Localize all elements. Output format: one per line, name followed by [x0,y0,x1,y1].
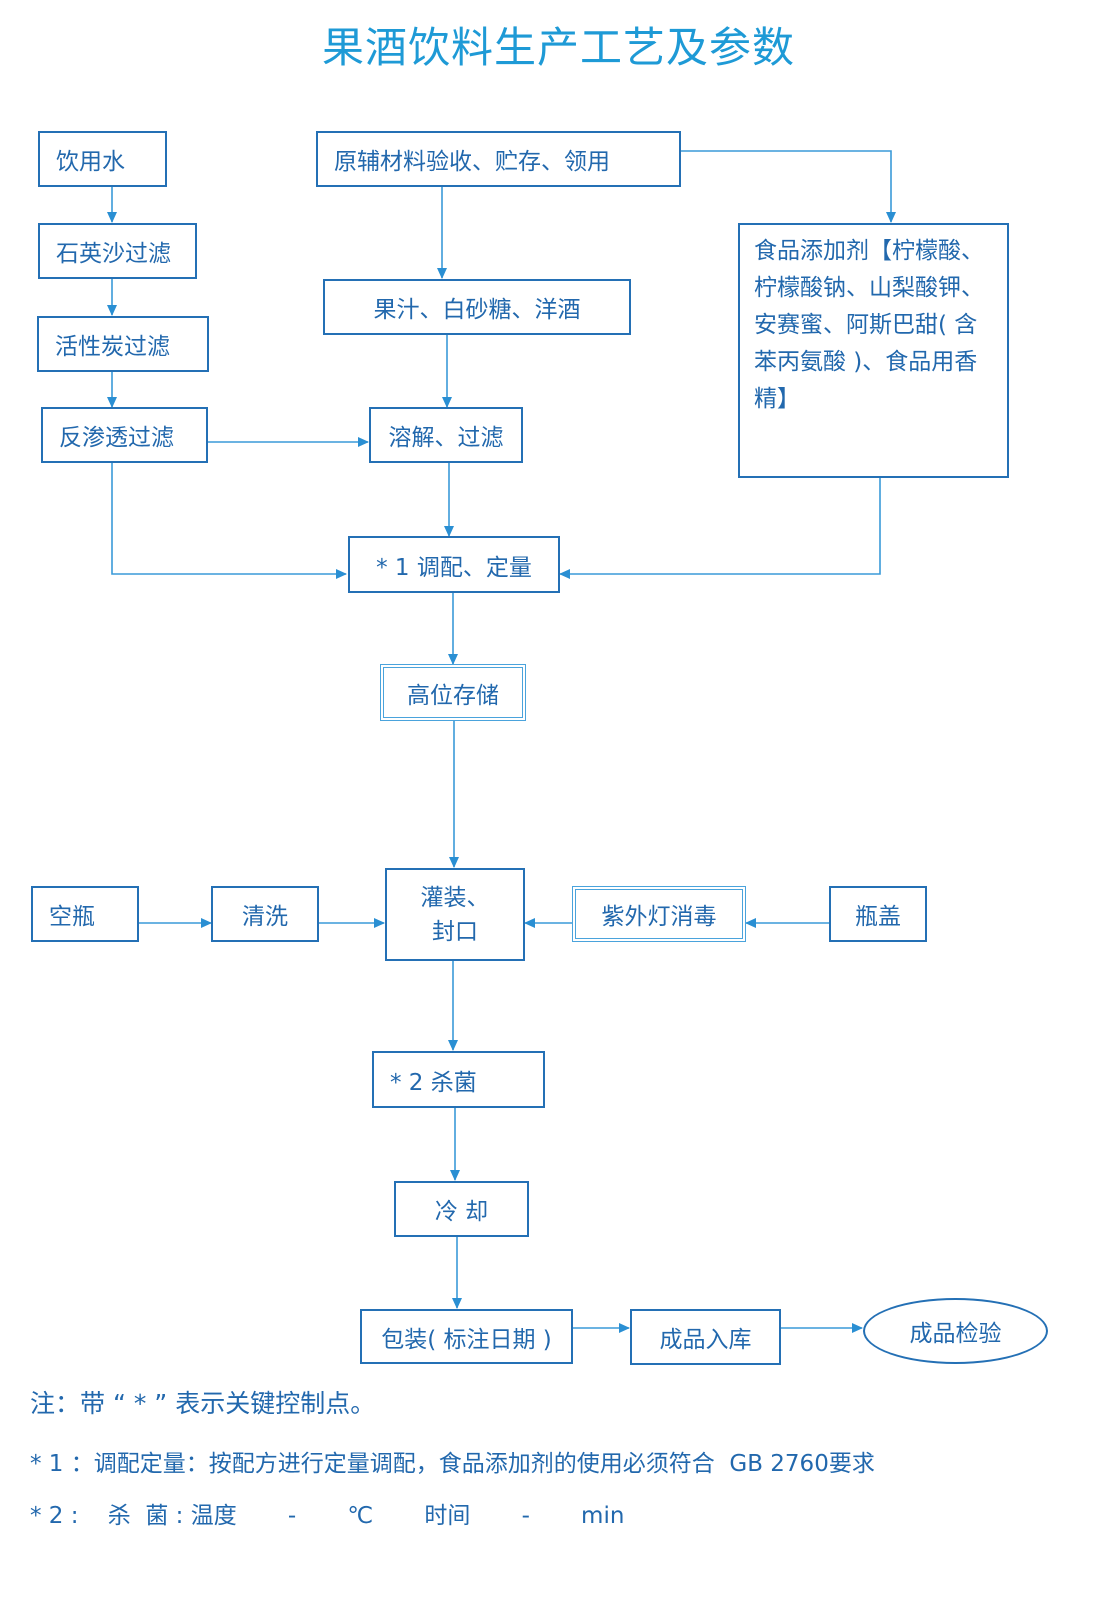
node-high-storage: 高位存储 [380,664,526,721]
node-fill-seal: 灌装、 封口 [385,868,525,961]
node-empty-bottle: 空瓶 [31,886,139,942]
fill-seal-line-2: 封口 [432,918,478,945]
arrow-ro-to-blend [111,463,347,579]
page-title: 果酒饮料生产工艺及参数 [321,23,795,72]
node-uv-disinfect: 紫外灯消毒 [572,886,746,942]
node-sterilize: * 2 杀菌 [372,1051,545,1108]
node-warehouse: 成品入库 [630,1309,781,1365]
note-sterilize: * 2 : 杀 菌 : 温度 - ℃ 时间 - min [30,1503,625,1529]
node-quartz-filter: 石英沙过滤 [38,223,197,279]
node-cool: 冷 却 [394,1181,529,1237]
arrow-additives-to-blend [559,478,881,579]
node-blend-quantify: * 1 调配、定量 [348,536,560,593]
node-wash: 清洗 [211,886,319,942]
node-dissolve-filter: 溶解、过滤 [369,407,523,463]
node-drinking-water: 饮用水 [38,131,167,187]
node-food-additives: 食品添加剂【柠檬酸、柠檬酸钠、山梨酸钾、安赛蜜、阿斯巴甜( 含苯丙氨酸 )、食品… [738,223,1009,478]
node-bottle-cap: 瓶盖 [829,886,927,942]
node-carbon-filter: 活性炭过滤 [37,316,209,372]
node-package: 包装( 标注日期 ) [360,1309,573,1364]
node-raw-materials: 原辅材料验收、贮存、领用 [316,131,681,187]
node-juice-sugar-wine: 果汁、白砂糖、洋酒 [323,279,631,335]
note-blend: * 1 ：调配定量：按配方进行定量调配，食品添加剂的使用必须符合 GB 2760… [30,1451,875,1477]
fill-seal-line-1: 灌装、 [420,884,490,911]
node-ro-filter: 反渗透过滤 [41,407,208,463]
arrow-raw-to-additives [681,150,896,223]
node-inspection: 成品检验 [863,1298,1048,1364]
note-legend: 注：带 “ * ” 表示关键控制点。 [30,1389,376,1418]
